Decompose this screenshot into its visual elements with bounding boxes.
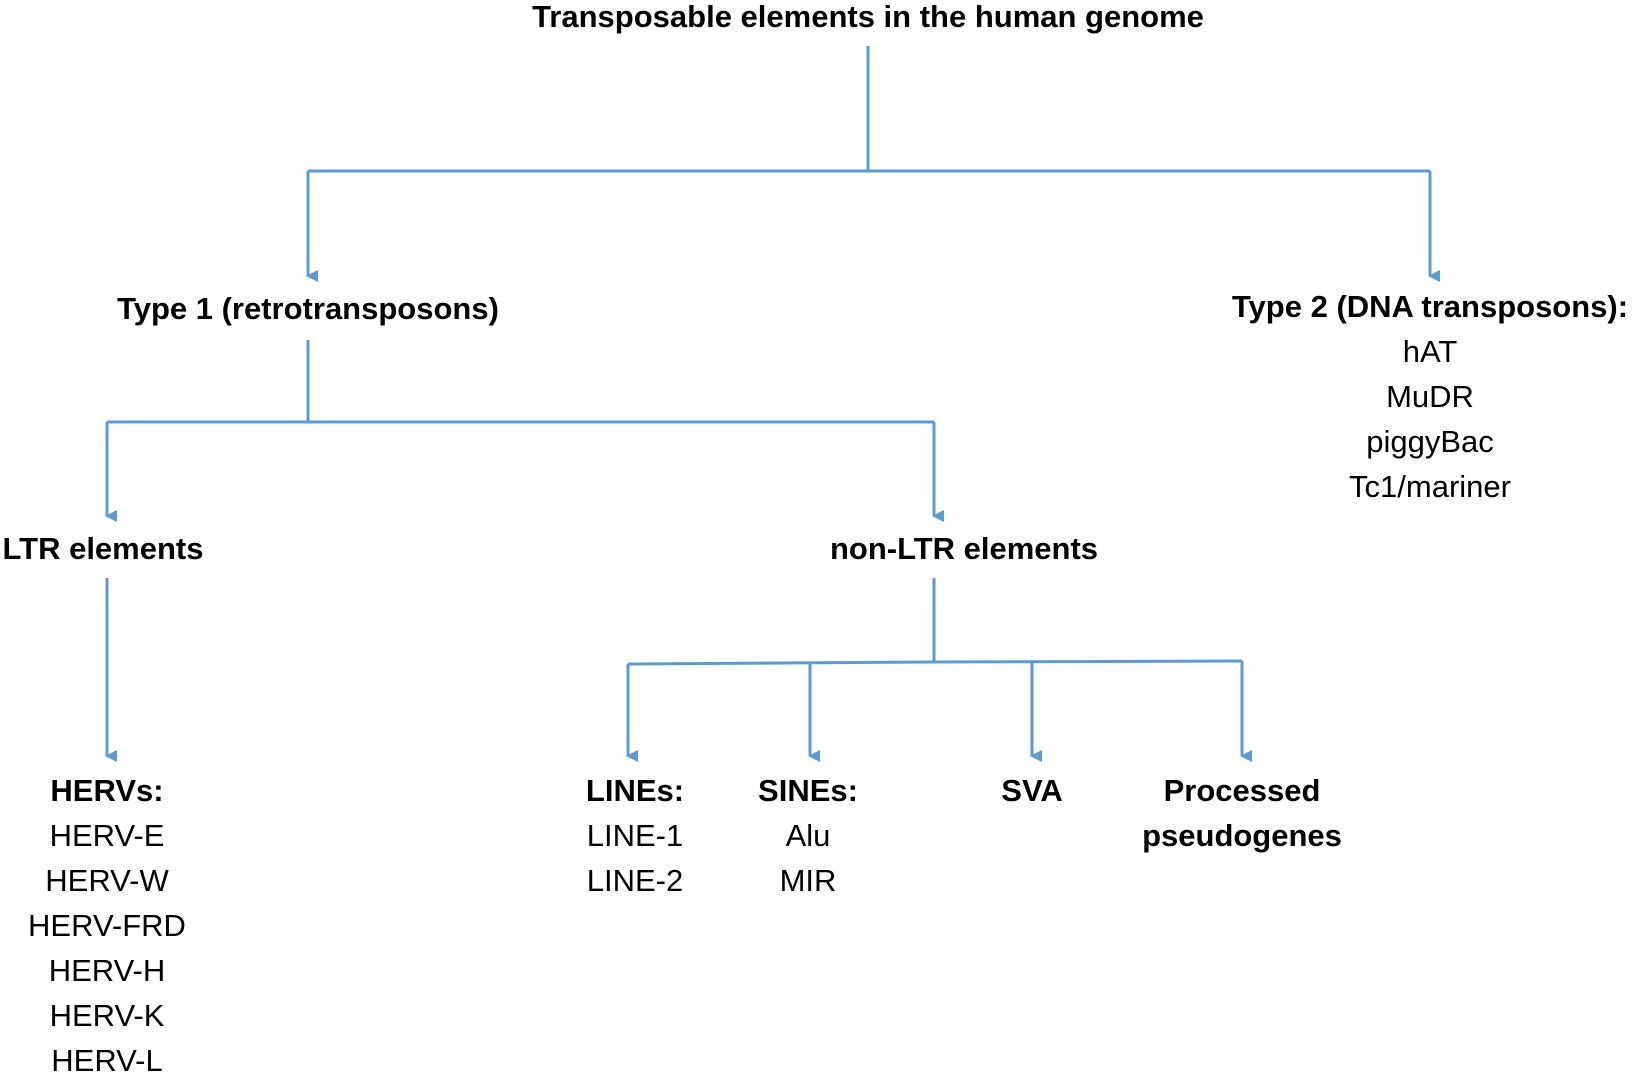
sva-node: SVA <box>1001 768 1062 813</box>
lines-title: LINEs: <box>585 773 685 808</box>
root-node: Transposable elements in the human genom… <box>532 0 1204 39</box>
type2-title: Type 2 (DNA transposons): <box>1231 289 1629 324</box>
sines-node: SINEs: Alu MIR <box>758 768 858 903</box>
lines-node: LINEs: LINE-1 LINE-2 <box>586 768 684 903</box>
processed-title-line-1: Processed <box>1163 773 1321 808</box>
type2-node: Type 2 (DNA transposons): hAT MuDR piggy… <box>1232 284 1628 509</box>
hervs-node: HERVs: HERV-E HERV-W HERV-FRD HERV-H HER… <box>28 768 186 1083</box>
type2-item-piggybac: piggyBac <box>1366 424 1494 459</box>
type2-item-mudr: MuDR <box>1386 379 1474 414</box>
sva-title: SVA <box>1001 773 1063 808</box>
type2-item-tc1-mariner: Tc1/mariner <box>1349 469 1511 504</box>
type1-node: Type 1 (retrotransposons) <box>117 286 499 331</box>
type2-item-hat: hAT <box>1402 334 1458 369</box>
root-title: Transposable elements in the human genom… <box>532 0 1204 34</box>
line-item: LINE-1 <box>586 818 684 853</box>
sine-item: MIR <box>779 863 837 898</box>
nonltr-node: non-LTR elements <box>830 526 1098 571</box>
herv-item: HERV-E <box>49 818 165 853</box>
herv-item: HERV-K <box>49 998 165 1033</box>
nonltr-branch-line-right <box>933 659 1243 664</box>
herv-item: HERV-L <box>51 1043 163 1078</box>
type1-title: Type 1 (retrotransposons) <box>117 291 499 326</box>
hervs-title: HERVs: <box>50 773 164 808</box>
sines-title: SINEs: <box>758 773 858 808</box>
sine-item: Alu <box>785 818 831 853</box>
herv-item: HERV-W <box>45 863 169 898</box>
nonltr-branch-line <box>627 660 935 666</box>
ltr-title: LTR elements <box>2 531 204 566</box>
herv-item: HERV-H <box>48 953 166 988</box>
ltr-node: LTR elements <box>3 526 204 571</box>
nonltr-title: non-LTR elements <box>829 531 1099 566</box>
processed-pseudogenes-node: Processed pseudogenes <box>1142 768 1342 858</box>
processed-title-line-2: pseudogenes <box>1142 818 1342 853</box>
line-item: LINE-2 <box>586 863 684 898</box>
herv-item: HERV-FRD <box>28 908 186 943</box>
